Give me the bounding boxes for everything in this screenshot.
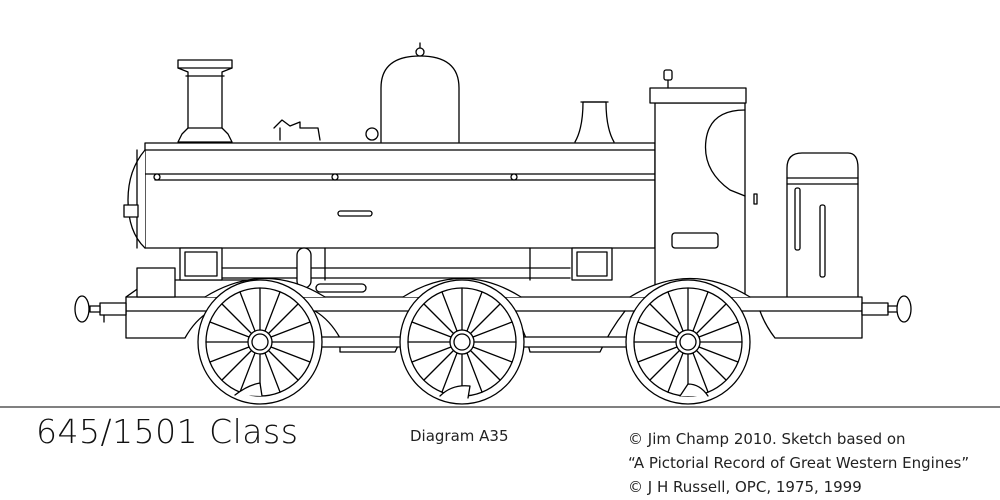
safety-valve bbox=[575, 102, 614, 142]
buffer-front bbox=[75, 296, 126, 322]
diagram-reference: Diagram A35 bbox=[410, 427, 509, 445]
dome bbox=[381, 43, 459, 142]
credit-line-3: © J H Russell, OPC, 1975, 1999 bbox=[628, 478, 862, 496]
credits-block: © Jim Champ 2010. Sketch based on “A Pic… bbox=[628, 427, 969, 499]
cab bbox=[650, 70, 858, 297]
credit-line-1: © Jim Champ 2010. Sketch based on bbox=[628, 430, 906, 448]
chimney bbox=[178, 60, 232, 142]
saddle-tank bbox=[124, 143, 695, 248]
class-title: 645/1501 Class bbox=[36, 412, 299, 451]
buffer-rear bbox=[862, 296, 911, 322]
whistle bbox=[274, 120, 378, 140]
credit-line-2: “A Pictorial Record of Great Western Eng… bbox=[628, 454, 970, 472]
